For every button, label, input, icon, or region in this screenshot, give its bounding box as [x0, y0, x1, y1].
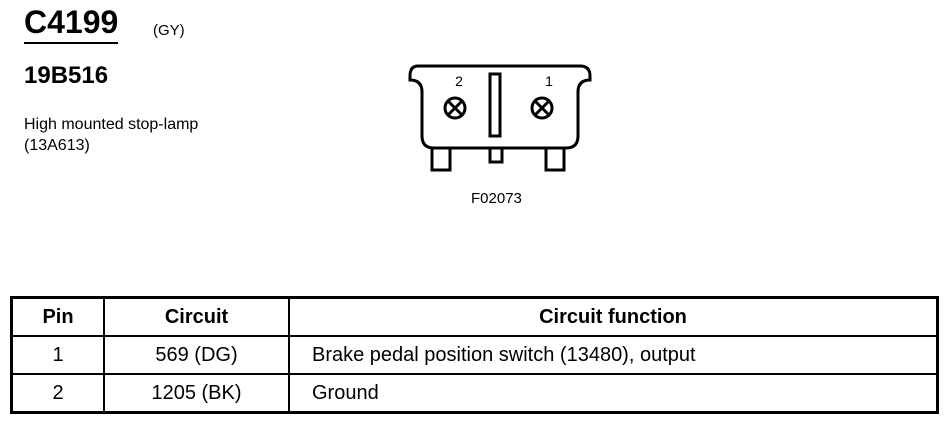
- cell-pin: 1: [10, 335, 105, 375]
- connector-description: High mounted stop-lamp (13A613): [24, 116, 199, 154]
- part-number: 19B516: [24, 62, 109, 89]
- cell-function: Brake pedal position switch (13480), out…: [288, 335, 939, 375]
- connector-tab-left: [430, 146, 452, 172]
- pinout-table: Pin Circuit Circuit function 1 569 (DG) …: [10, 296, 939, 414]
- pin-label-1: 1: [545, 73, 553, 89]
- color-code: (GY): [153, 22, 185, 39]
- pin-2-terminal-icon: [443, 96, 467, 120]
- connector-key-slot: [488, 72, 502, 138]
- cell-pin: 2: [10, 373, 105, 414]
- figure-id: F02073: [471, 190, 522, 207]
- table-row: 1 569 (DG) Brake pedal position switch (…: [10, 335, 939, 375]
- cell-function: Ground: [288, 373, 939, 414]
- connector-id: C4199: [24, 4, 119, 44]
- pin-1-terminal-icon: [530, 96, 554, 120]
- header-circuit-function: Circuit function: [288, 296, 939, 337]
- table-row: 2 1205 (BK) Ground: [10, 373, 939, 414]
- connector-face-diagram: 2 1: [408, 64, 592, 172]
- table-header-row: Pin Circuit Circuit function: [10, 296, 939, 337]
- cell-circuit: 569 (DG): [103, 335, 290, 375]
- header-pin: Pin: [10, 296, 105, 337]
- connector-tab-center: [488, 146, 504, 164]
- connector-tab-right: [544, 146, 566, 172]
- cell-circuit: 1205 (BK): [103, 373, 290, 414]
- pin-label-2: 2: [455, 73, 463, 89]
- header-circuit: Circuit: [103, 296, 290, 337]
